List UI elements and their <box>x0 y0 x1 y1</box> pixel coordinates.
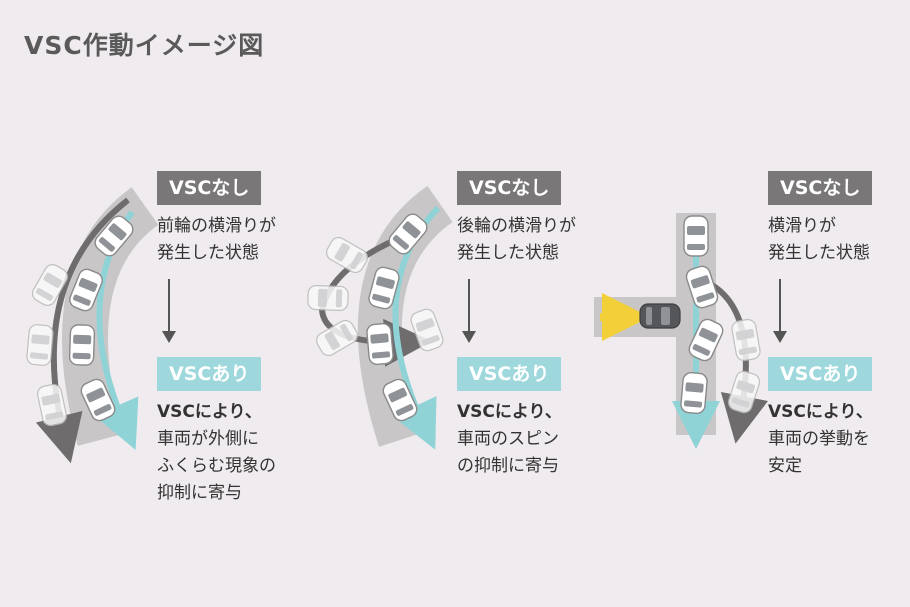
car-icon <box>68 323 96 367</box>
illustration-front-skid <box>25 187 159 464</box>
panel-intersection: VSCなし 横滑りが 発生した状態 VSCあり VSCにより、 車両の挙動を 安… <box>768 171 910 480</box>
vsc-off-description: 前輪の横滑りが 発生した状態 <box>157 216 276 263</box>
car-icon <box>679 371 709 415</box>
vsc-on-description: VSCにより、 車両の挙動を 安定 <box>768 402 873 476</box>
car-icon <box>35 382 69 428</box>
vsc-on-description: VSCにより、 車両のスピン の抑制に寄与 <box>457 402 562 476</box>
illustration-intersection <box>594 213 769 449</box>
down-arrow-icon <box>162 279 176 345</box>
vsc-on-badge: VSCあり <box>457 357 562 391</box>
car-icon <box>306 284 350 312</box>
car-icon <box>683 215 709 257</box>
vsc-off-badge: VSCなし <box>457 171 562 205</box>
car-icon <box>725 368 763 416</box>
vsc-on-badge: VSCあり <box>768 357 873 391</box>
vsc-on-badge: VSCあり <box>157 357 262 391</box>
vsc-off-badge: VSCなし <box>768 171 873 205</box>
car-icon <box>29 261 71 309</box>
car-icon <box>25 323 55 367</box>
car-icon <box>408 306 446 354</box>
car-icon <box>639 303 681 329</box>
panel-front-skid: VSCなし 前輪の横滑りが 発生した状態 VSCあり VSCにより、 車両が外側… <box>157 171 307 507</box>
car-icon <box>365 322 395 366</box>
down-arrow-icon <box>462 279 476 345</box>
car-icon <box>313 317 361 359</box>
car-icon <box>730 317 762 363</box>
panel-rear-skid: VSCなし 後輪の横滑りが 発生した状態 VSCあり VSCにより、 車両のスピ… <box>457 171 607 480</box>
down-arrow-icon <box>773 279 787 345</box>
illustration-rear-skid <box>306 185 454 450</box>
car-icon <box>323 234 371 276</box>
vsc-off-badge: VSCなし <box>157 171 262 205</box>
vsc-on-description: VSCにより、 車両が外側に ふくらむ現象の 抑制に寄与 <box>157 402 276 503</box>
vsc-off-description: 後輪の横滑りが 発生した状態 <box>457 216 576 263</box>
page-title: VSC作動イメージ図 <box>24 31 265 60</box>
vsc-off-description: 横滑りが 発生した状態 <box>768 216 870 263</box>
